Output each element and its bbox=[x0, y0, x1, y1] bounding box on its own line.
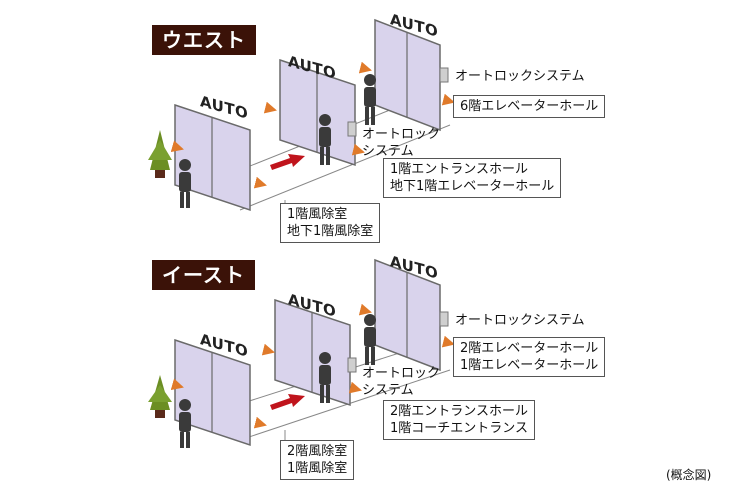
east-door-1 bbox=[174, 338, 251, 447]
east-plant bbox=[148, 375, 172, 418]
east-vestibule-line-1: 2階風除室 bbox=[287, 444, 348, 459]
east-tag: イースト bbox=[152, 260, 255, 290]
east-person-1 bbox=[179, 399, 191, 448]
west-person-1 bbox=[179, 159, 191, 208]
west-lock-panel-top bbox=[439, 67, 449, 83]
east-mid-hall-line-1: 2階エントランスホール bbox=[390, 404, 529, 419]
east-top-hall-line-2: 1階エレベーターホール bbox=[460, 358, 599, 373]
west-top-hall-text: 6階エレベーターホール bbox=[460, 99, 599, 114]
east-mid-hall-box: 2階エントランスホール 1階コーチエントランス bbox=[383, 400, 536, 440]
west-mid-hall-line-2: 地下1階エレベーターホール bbox=[390, 179, 555, 194]
west-top-hall-box: 6階エレベーターホール bbox=[453, 95, 606, 118]
east-mid-lock-label: オートロック システム bbox=[362, 365, 440, 399]
west-plant bbox=[148, 130, 172, 178]
east-door-2 bbox=[274, 298, 351, 407]
west-vestibule-box: 1階風除室 地下1階風除室 bbox=[280, 203, 381, 243]
west-mid-lock-line-1: オートロック bbox=[362, 127, 441, 142]
east-orange-arrows bbox=[170, 303, 455, 429]
east-top-lock-label: オートロックシステム bbox=[455, 313, 585, 328]
west-door-3 bbox=[374, 18, 441, 132]
west-tag: ウエスト bbox=[152, 25, 256, 55]
east-top-hall-line-1: 2階エレベーターホール bbox=[460, 341, 599, 356]
west-person-2 bbox=[319, 114, 331, 165]
west-person-3 bbox=[364, 74, 376, 125]
west-door-2 bbox=[279, 58, 356, 167]
concept-note: (概念図) bbox=[666, 468, 712, 482]
east-mid-hall-line-2: 1階コーチエントランス bbox=[390, 421, 529, 436]
west-top-lock-label: オートロックシステム bbox=[455, 69, 585, 84]
west-mid-hall-line-1: 1階エントランスホール bbox=[390, 162, 529, 177]
west-door-1 bbox=[174, 103, 251, 212]
west-orange-arrows bbox=[170, 61, 455, 189]
east-door-3 bbox=[374, 258, 441, 372]
east-top-hall-box: 2階エレベーターホール 1階エレベーターホール bbox=[453, 337, 606, 377]
east-lock-panel-top bbox=[439, 311, 449, 327]
west-vestibule-line-1: 1階風除室 bbox=[287, 207, 348, 222]
east-red-arrow bbox=[270, 394, 305, 410]
east-person-2 bbox=[319, 352, 331, 403]
west-mid-lock-label: オートロック システム bbox=[362, 126, 440, 160]
west-mid-lock-line-2: システム bbox=[362, 144, 414, 159]
east-mid-lock-line-1: オートロック bbox=[362, 366, 441, 381]
east-vestibule-box: 2階風除室 1階風除室 bbox=[280, 440, 355, 480]
west-red-arrow bbox=[270, 154, 305, 170]
east-person-3 bbox=[364, 314, 376, 365]
west-vestibule-line-2: 地下1階風除室 bbox=[287, 224, 374, 239]
east-mid-lock-line-2: システム bbox=[362, 383, 414, 398]
west-mid-hall-box: 1階エントランスホール 地下1階エレベーターホール bbox=[383, 158, 562, 198]
east-lock-panel-mid bbox=[347, 357, 357, 373]
west-lock-panel-mid bbox=[347, 121, 357, 137]
east-vestibule-line-2: 1階風除室 bbox=[287, 461, 348, 476]
